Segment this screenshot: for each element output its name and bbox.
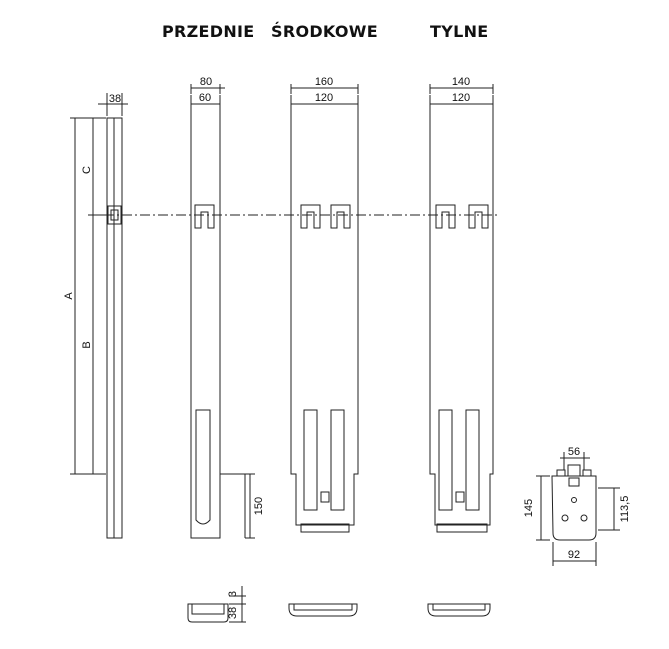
- rear-view: [429, 84, 494, 533]
- dim-rear-inner: 120: [452, 92, 470, 104]
- profile-middle: [288, 603, 358, 617]
- middle-slot-right: [330, 409, 345, 511]
- rear-slot-right: [465, 409, 480, 511]
- middle-profile-outline: [290, 95, 359, 526]
- dim-bracket-top: 56: [568, 446, 580, 458]
- dim-side-width: 38: [109, 93, 121, 105]
- bracket-detail: [536, 452, 620, 566]
- bottom-profiles: [187, 586, 491, 623]
- dim-label-c: C: [81, 166, 93, 174]
- dim-bracket-bottom: 92: [568, 549, 580, 561]
- header-front: PRZEDNIE: [162, 22, 255, 41]
- dim-front-outer: 80: [200, 76, 212, 88]
- profile-front: [187, 603, 229, 623]
- front-slot: [195, 409, 211, 525]
- dim-front-inner: 60: [199, 92, 211, 104]
- rear-bottom-bracket: [436, 523, 488, 533]
- rear-hook-left: [435, 204, 456, 229]
- front-view: [190, 84, 255, 539]
- header-middle: ŚRODKOWE: [271, 22, 378, 41]
- front-profile-outline: [190, 95, 246, 539]
- header-rear: TYLNE: [430, 22, 489, 41]
- front-hook: [194, 204, 215, 229]
- dim-middle-outer: 160: [315, 76, 333, 88]
- middle-bottom-bracket: [300, 523, 350, 533]
- dim-bracket-height: 145: [523, 499, 535, 517]
- profile-rear: [427, 603, 491, 617]
- dim-profile-thickness: 3: [227, 591, 239, 597]
- middle-hook-right: [330, 204, 351, 229]
- dim-front-slot-height: 150: [253, 497, 265, 515]
- rear-profile-outline: [429, 95, 494, 526]
- side-view: [70, 93, 128, 539]
- dim-bracket-side: 113,5: [619, 496, 631, 523]
- dim-profile-height: 38: [227, 607, 239, 619]
- middle-hook-left: [300, 204, 321, 229]
- rear-slot-left: [438, 409, 453, 511]
- dim-label-a: A: [63, 292, 75, 300]
- dim-middle-inner: 120: [315, 92, 333, 104]
- middle-slot-left: [303, 409, 318, 511]
- dim-rear-outer: 140: [452, 76, 470, 88]
- rear-hook-right: [468, 204, 489, 229]
- dim-label-b: B: [81, 341, 93, 348]
- middle-view: [290, 84, 359, 533]
- bracket-body: [551, 475, 597, 541]
